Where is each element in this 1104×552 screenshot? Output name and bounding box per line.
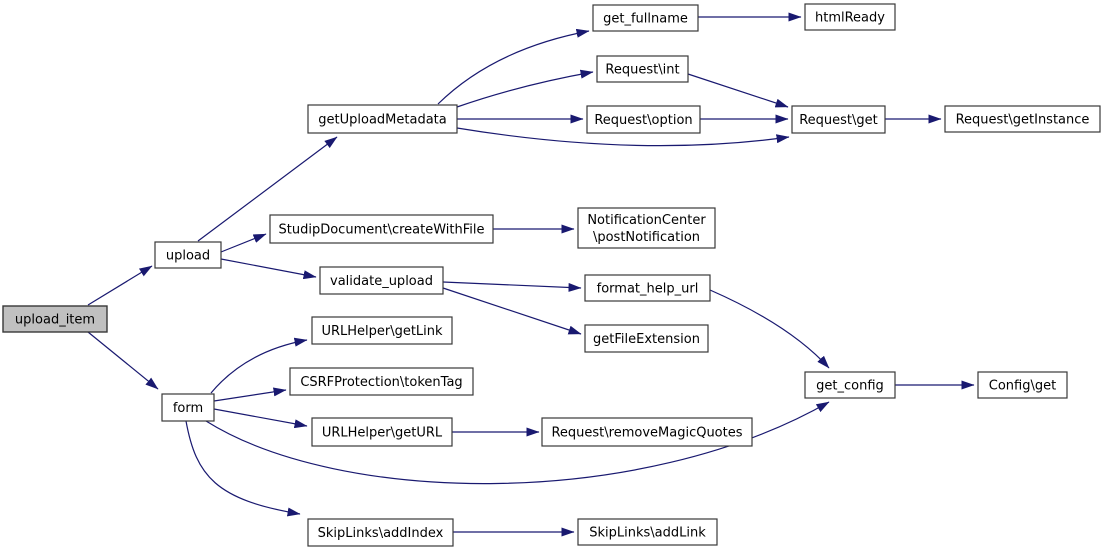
node-box-skiplinks-addlink[interactable] (577, 518, 718, 546)
node-get-config[interactable]: get_config (804, 371, 896, 399)
node-htmlready[interactable]: htmlReady (804, 3, 896, 31)
node-box-urlhelper-geturl[interactable] (311, 417, 453, 447)
edge-form-to-urlhelper-geturl (213, 408, 308, 429)
node-get-fullname[interactable]: get_fullname (592, 4, 699, 32)
edge-getuploadmetadata-to-get-fullname (437, 28, 590, 105)
node-box-get-config[interactable] (804, 371, 896, 399)
node-box-htmlready[interactable] (804, 3, 896, 31)
node-box-request-option[interactable] (586, 105, 701, 134)
node-validate-upload[interactable]: validate_upload (319, 266, 444, 295)
node-box-getfileextension[interactable] (584, 324, 709, 353)
node-config-get[interactable]: Config\get (977, 371, 1068, 399)
node-box-skiplinks-addindex[interactable] (307, 518, 454, 547)
edge-request-int-to-request-get (687, 73, 789, 108)
edge-upload-to-validate-upload (220, 258, 317, 280)
node-getuploadmetadata[interactable]: getUploadMetadata (307, 104, 458, 134)
edge-upload-to-studipdocument-createwithfile (220, 233, 267, 253)
nodes-layer: upload_item upload form getUploadMetadata ge… (2, 3, 1101, 547)
node-box-request-removemagicquotes[interactable] (541, 417, 753, 447)
node-request-option[interactable]: Request\option (586, 105, 701, 134)
node-box-upload-item[interactable] (2, 305, 108, 333)
node-box-config-get[interactable] (977, 371, 1068, 399)
node-request-int[interactable]: Request\int (596, 55, 689, 83)
edge-upload-to-getuploadmetadata (197, 136, 338, 242)
node-box-upload[interactable] (154, 241, 222, 269)
node-box-form[interactable] (161, 393, 215, 422)
edge-validate-upload-to-getfileextension (442, 287, 582, 335)
node-form[interactable]: form (161, 393, 215, 422)
edge-form-to-urlhelper-getlink (210, 337, 308, 394)
node-box-format-help-url[interactable] (584, 274, 711, 302)
node-box-get-fullname[interactable] (592, 4, 699, 32)
node-request-get[interactable]: Request\get (791, 105, 886, 134)
node-urlhelper-getlink[interactable]: URLHelper\getLink (311, 316, 453, 345)
edge-getuploadmetadata-to-request-get (456, 127, 790, 147)
node-box-studipdocument-createwithfile[interactable] (269, 214, 494, 244)
node-upload-item[interactable]: upload_item (2, 305, 108, 333)
node-skiplinks-addindex[interactable]: SkipLinks\addIndex (307, 518, 454, 547)
node-box-request-getinstance[interactable] (944, 105, 1101, 133)
node-request-removemagicquotes[interactable]: Request\removeMagicQuotes (541, 417, 753, 447)
node-upload[interactable]: upload (154, 241, 222, 269)
edge-upload-item-to-form (87, 331, 159, 390)
edge-form-to-csrfprotection-tokentag (213, 387, 287, 402)
node-studipdocument-createwithfile[interactable]: StudipDocument\createWithFile (269, 214, 494, 244)
node-box-request-get[interactable] (791, 105, 886, 134)
node-format-help-url[interactable]: format_help_url (584, 274, 711, 302)
edges-layer (87, 12, 975, 537)
node-request-getinstance[interactable]: Request\getInstance (944, 105, 1101, 133)
node-getfileextension[interactable]: getFileExtension (584, 324, 709, 353)
node-box-validate-upload[interactable] (319, 266, 444, 295)
edge-upload-item-to-upload (87, 265, 153, 306)
edge-getuploadmetadata-to-request-int (456, 69, 594, 108)
node-box-request-int[interactable] (596, 55, 689, 83)
node-box-getuploadmetadata[interactable] (307, 104, 458, 134)
node-skiplinks-addlink[interactable]: SkipLinks\addLink (577, 518, 718, 546)
node-csrfprotection-tokentag[interactable]: CSRFProtection\tokenTag (289, 367, 474, 396)
node-notificationcenter-postnotification[interactable]: NotificationCenter\postNotification (577, 207, 716, 249)
node-box-csrfprotection-tokentag[interactable] (289, 367, 474, 396)
edge-validate-upload-to-format-help-url (442, 281, 582, 292)
edge-form-to-skiplinks-addindex (185, 420, 301, 517)
node-urlhelper-geturl[interactable]: URLHelper\getURL (311, 417, 453, 447)
edge-format-help-url-to-get-config (709, 289, 830, 369)
node-box-urlhelper-getlink[interactable] (311, 316, 453, 345)
node-box-notificationcenter-postnotification[interactable] (577, 207, 716, 249)
